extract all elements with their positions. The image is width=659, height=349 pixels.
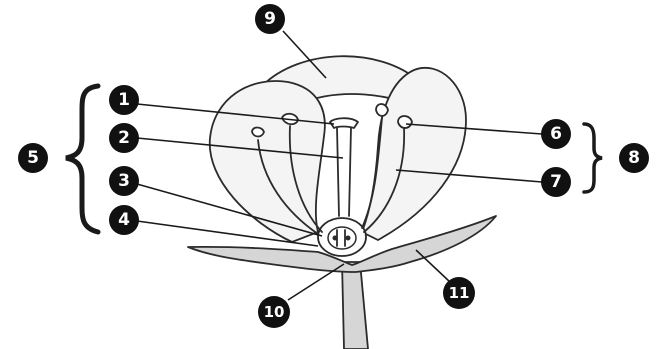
label-badge-5: 5: [18, 143, 48, 173]
anther: [398, 116, 412, 128]
label-2-text: 2: [118, 128, 130, 148]
label-3-text: 3: [118, 171, 130, 191]
label-badge-2: 2: [109, 123, 139, 153]
label-badge-1: 1: [109, 85, 139, 115]
label-badge-10: 10: [258, 296, 290, 328]
anther: [376, 104, 388, 116]
brace-5: [66, 86, 98, 232]
brace-8: [584, 124, 602, 192]
label-8-text: 8: [628, 148, 640, 168]
label-badge-3: 3: [109, 166, 139, 196]
ovule: [333, 236, 338, 241]
petal-left: [210, 81, 325, 242]
stem: [342, 262, 368, 349]
label-5-text: 5: [27, 148, 39, 168]
label-badge-6: 6: [541, 119, 571, 149]
label-badge-4: 4: [109, 205, 139, 235]
label-4-text: 4: [118, 210, 130, 230]
stigma: [330, 118, 358, 128]
label-badge-11: 11: [443, 277, 475, 309]
label-10-text: 10: [264, 303, 285, 321]
label-badge-8: 8: [619, 143, 649, 173]
ovule: [346, 236, 351, 241]
label-11-text: 11: [449, 284, 470, 302]
style: [337, 128, 351, 216]
label-badge-9: 9: [255, 4, 285, 34]
label-badge-7: 7: [541, 167, 571, 197]
label-9-text: 9: [264, 9, 276, 29]
anther: [252, 128, 264, 137]
label-1-text: 1: [118, 90, 130, 110]
label-7-text: 7: [550, 172, 562, 192]
ovary: [318, 218, 366, 256]
label-6-text: 6: [550, 124, 562, 144]
